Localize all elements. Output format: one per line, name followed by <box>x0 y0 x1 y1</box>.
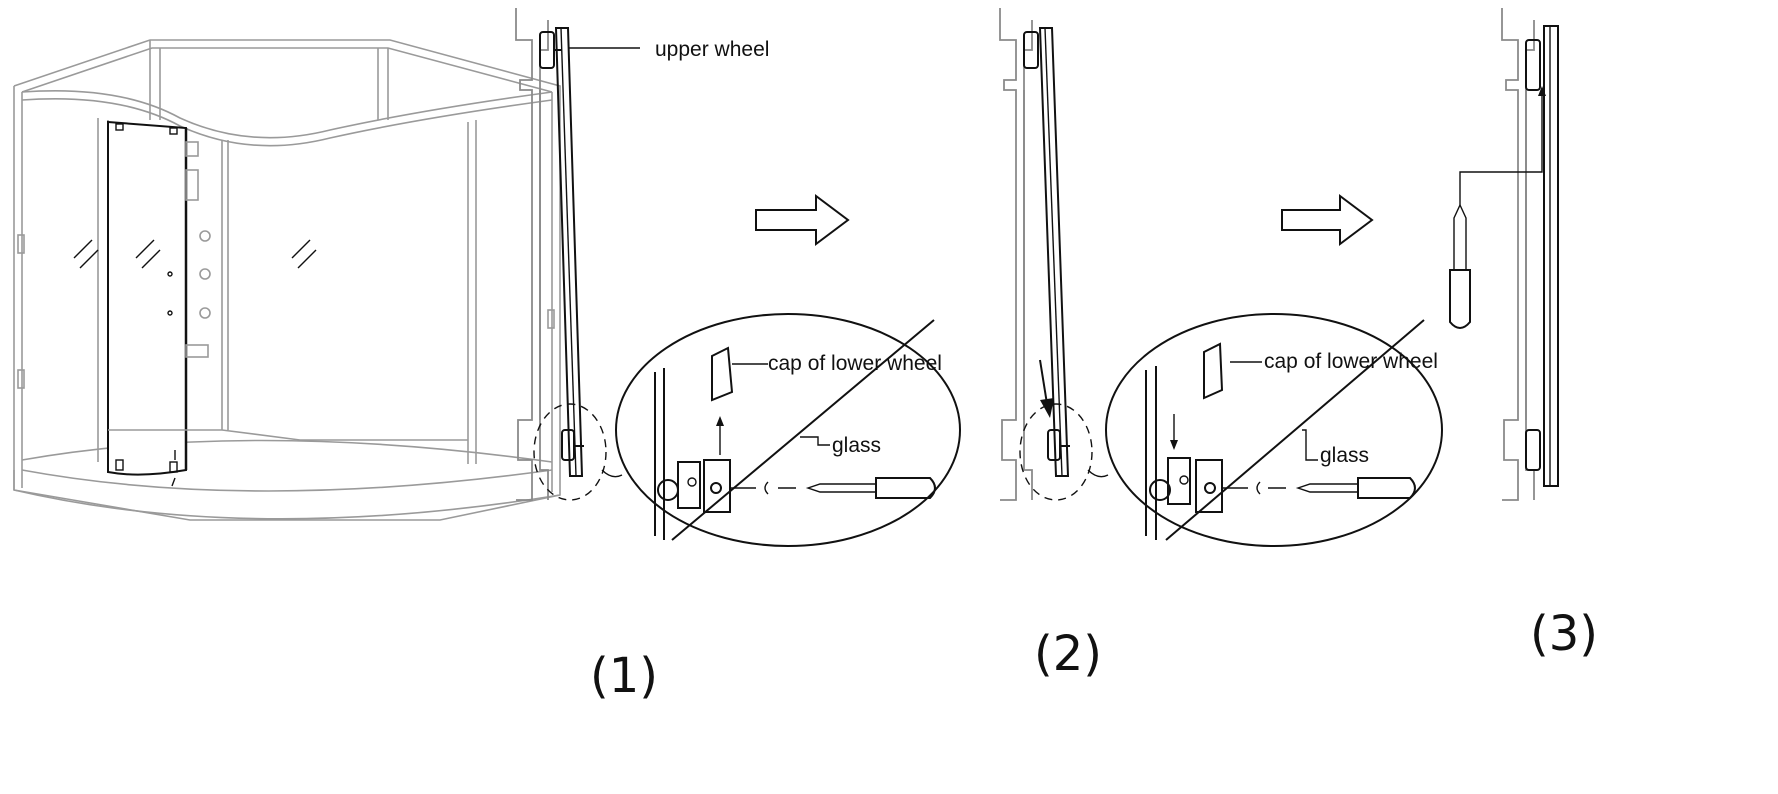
upper-wheel-label: upper wheel <box>655 38 769 61</box>
shower-cabin-illustration <box>13 39 561 521</box>
step-2-label: (2) <box>1034 626 1102 682</box>
step-2-diagram: cap of lower wheel glass <box>999 8 1443 547</box>
cap-lower-wheel-label-2: cap of lower wheel <box>1264 350 1438 373</box>
glass-label-2: glass <box>1320 444 1369 467</box>
step-3-label: (3) <box>1530 606 1598 662</box>
glass-label-1: glass <box>832 434 881 457</box>
step-1-diagram: upper wheel cap of lower wheel glass <box>515 8 961 547</box>
step-3-diagram <box>1449 8 1559 501</box>
cap-lower-wheel-label-1: cap of lower wheel <box>768 352 942 375</box>
step-1-label: (1) <box>590 648 658 704</box>
